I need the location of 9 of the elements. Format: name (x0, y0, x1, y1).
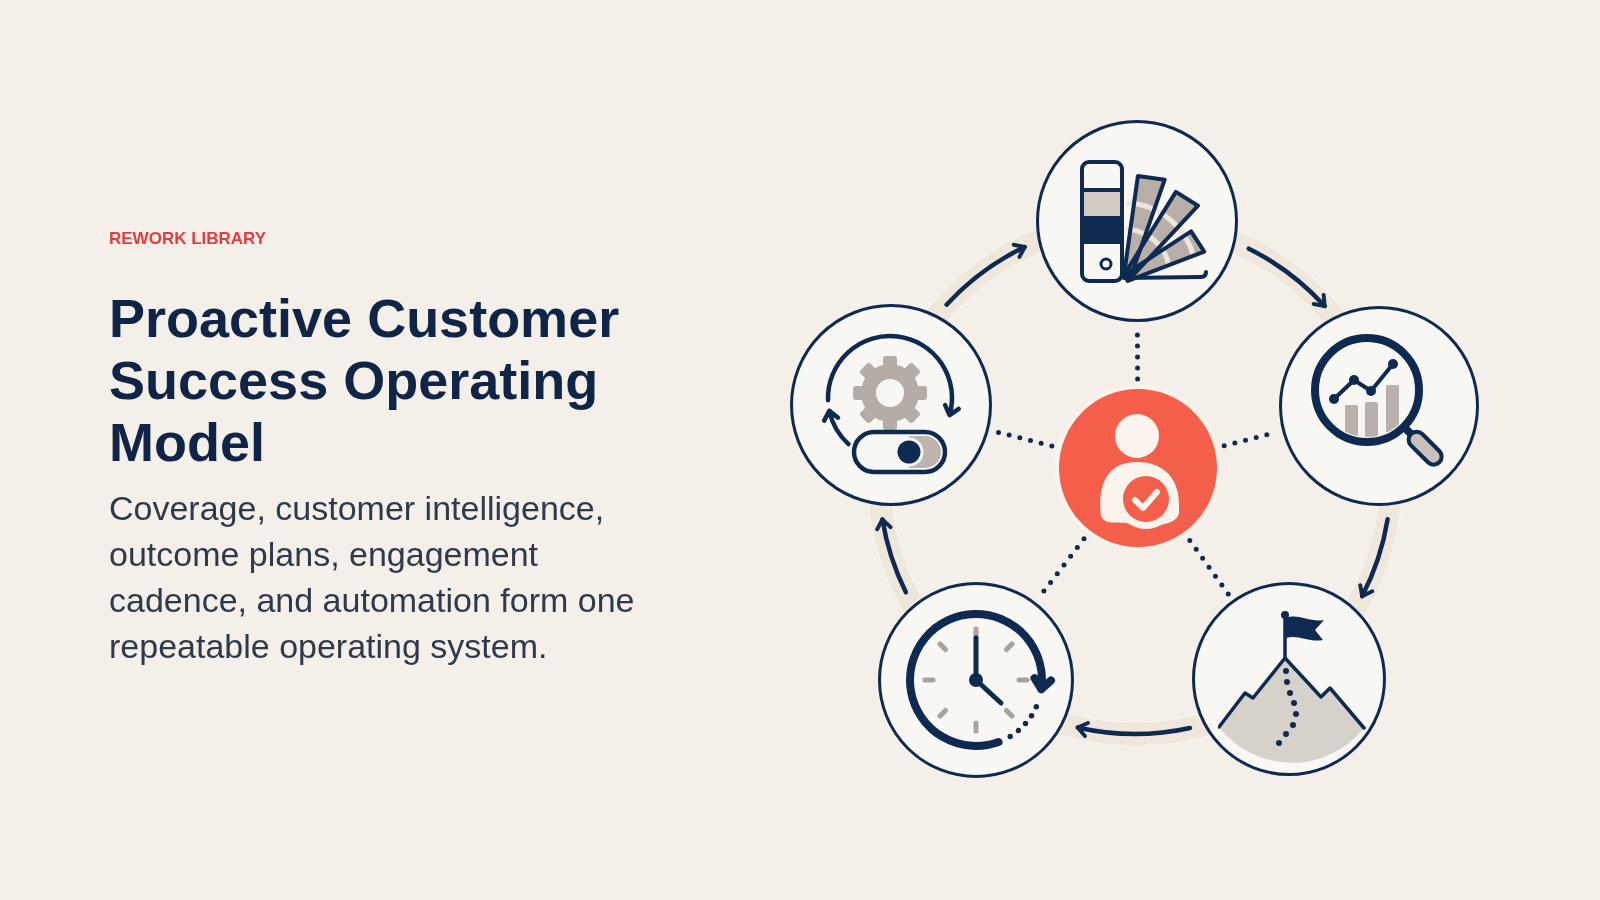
arrow (1075, 720, 1193, 738)
dotted-connector-line (1187, 537, 1232, 598)
arrow (1246, 246, 1327, 309)
description-text: Coverage, customer intelligence, outcome plans, engagement cadence, and automation form one repeatable operating system. (109, 488, 636, 667)
arrow (944, 243, 1027, 307)
arrow (875, 517, 909, 595)
title: Proactive Customer Success Operating Model (109, 287, 621, 473)
arrow (1357, 517, 1390, 599)
eyebrow-text: REWORK LIBRARY (109, 229, 267, 250)
